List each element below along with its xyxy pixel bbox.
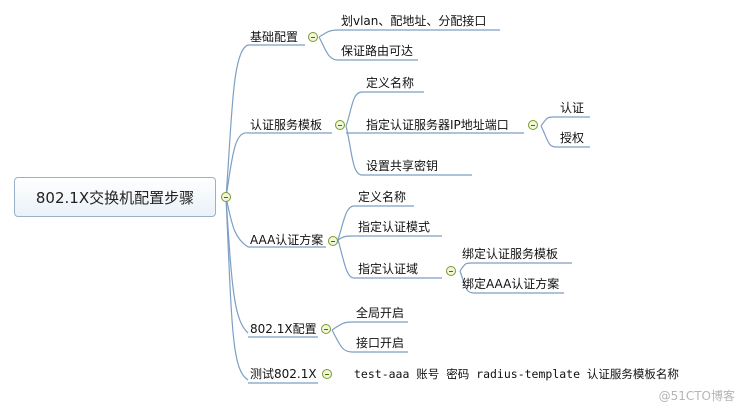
collapse-icon[interactable]	[446, 266, 456, 276]
node-bind-template[interactable]: 绑定认证服务模板	[462, 247, 559, 261]
node-server-ip-port[interactable]: 指定认证服务器IP地址端口	[366, 118, 509, 132]
collapse-icon[interactable]	[322, 369, 332, 379]
node-interface-enable[interactable]: 接口开启	[356, 336, 405, 350]
branch-label-8021x-config[interactable]: 802.1X配置	[250, 322, 317, 336]
node-test-command[interactable]: test-aaa 账号 密码 radius-template 认证服务模板名称	[354, 367, 679, 381]
node-global-enable[interactable]: 全局开启	[356, 306, 405, 320]
node-shared-key[interactable]: 设置共享密钥	[366, 159, 439, 173]
branch-label-basic-config[interactable]: 基础配置	[250, 30, 299, 44]
node-define-name[interactable]: 定义名称	[366, 76, 415, 90]
collapse-icon[interactable]	[308, 32, 318, 42]
collapse-icon[interactable]	[321, 324, 331, 334]
node-bind-aaa[interactable]: 绑定AAA认证方案	[462, 277, 560, 291]
collapse-icon[interactable]	[335, 120, 345, 130]
node-authorization[interactable]: 授权	[560, 131, 585, 145]
collapse-icon[interactable]	[328, 236, 338, 246]
node-vlan-address[interactable]: 划vlan、配地址、分配接口	[341, 14, 487, 28]
collapse-icon[interactable]	[528, 120, 538, 130]
node-authentication[interactable]: 认证	[560, 101, 585, 115]
watermark: @51CTO博客	[658, 389, 735, 403]
node-routing[interactable]: 保证路由可达	[341, 44, 414, 58]
root-label: 802.1X交换机配置步骤	[35, 188, 195, 207]
branch-label-test-8021x[interactable]: 测试802.1X	[250, 367, 317, 381]
root-node[interactable]: 802.1X交换机配置步骤	[14, 177, 216, 217]
branch-label-aaa-scheme[interactable]: AAA认证方案	[250, 233, 324, 247]
node-auth-mode[interactable]: 指定认证模式	[358, 220, 431, 234]
branch-label-auth-template[interactable]: 认证服务模板	[250, 118, 323, 132]
collapse-icon[interactable]	[221, 192, 231, 202]
node-define-name[interactable]: 定义名称	[358, 190, 407, 204]
node-auth-domain[interactable]: 指定认证域	[358, 262, 419, 276]
